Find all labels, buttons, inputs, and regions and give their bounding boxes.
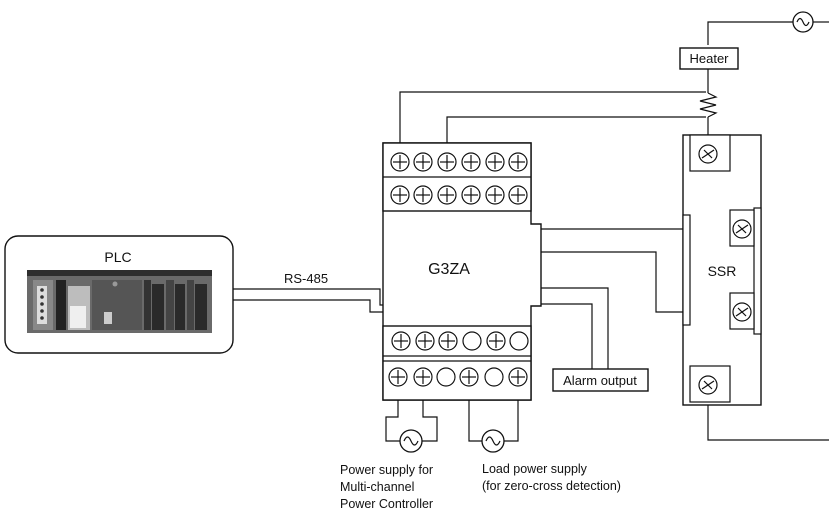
rs485-label: RS-485 (284, 271, 328, 286)
screw-terminal-icon (413, 367, 433, 387)
alarm-output-label: Alarm output (563, 373, 637, 388)
ac-sine-icon (399, 429, 423, 453)
screw-terminal-icon (390, 152, 410, 172)
screw-terminal-icon (391, 331, 411, 351)
screw-terminal-icon (508, 185, 528, 205)
screw-terminal-icon (698, 144, 718, 164)
plc-unit: PLC (4, 235, 234, 354)
caption-line: Power supply for (340, 463, 433, 477)
open-terminal-icon (484, 367, 504, 387)
load-supply-caption: Load power supply (for zero-cross detect… (482, 462, 621, 493)
bottom-terminal-block (382, 325, 532, 401)
load-supply-wire-2 (504, 391, 519, 442)
heater-label: Heater (689, 51, 729, 66)
screw-terminal-icon (461, 185, 481, 205)
heater-element (699, 92, 718, 118)
g3za-label: G3ZA (428, 261, 470, 278)
screw-terminal-icon (698, 375, 718, 395)
ac-sine-icon (792, 11, 814, 33)
ssr-load-wire (707, 400, 829, 441)
screw-terminal-icon (508, 367, 528, 387)
caption-line: Multi-channel (340, 480, 414, 494)
screw-terminal-icon (486, 331, 506, 351)
plc-rack-image (27, 270, 212, 333)
screw-terminal-icon (459, 367, 479, 387)
ac-mains-line (707, 21, 794, 45)
open-terminal-icon (509, 331, 529, 351)
ac-sine-icon (481, 429, 505, 453)
ssr-unit: SSR (682, 134, 762, 406)
open-terminal-icon (436, 367, 456, 387)
open-terminal-icon (462, 331, 482, 351)
screw-terminal-icon (438, 331, 458, 351)
screw-terminal-icon (390, 185, 410, 205)
screw-terminal-icon (485, 185, 505, 205)
screw-terminal-icon (485, 152, 505, 172)
controller-supply-wire-2 (422, 391, 438, 442)
temp-sensor-wire-1 (399, 91, 706, 155)
g3za-terminals (388, 152, 529, 387)
caption-line: Power Controller (340, 497, 433, 511)
ssr-label: SSR (708, 263, 737, 279)
controller-supply-caption: Power supply for Multi-channel Power Con… (340, 463, 433, 511)
rs485-wire-1 (233, 288, 402, 326)
screw-terminal-icon (437, 185, 457, 205)
screw-terminal-icon (461, 152, 481, 172)
screw-terminal-icon (437, 152, 457, 172)
caption-line: (for zero-cross detection) (482, 479, 621, 493)
screw-terminal-icon (508, 152, 528, 172)
screw-terminal-icon (413, 152, 433, 172)
screw-terminal-icon (388, 367, 408, 387)
screw-terminal-icon (413, 185, 433, 205)
screw-terminal-icon (732, 219, 752, 239)
screw-terminal-icon (415, 331, 435, 351)
load-supply-wire-1 (468, 391, 482, 442)
plc-label: PLC (104, 249, 131, 265)
controller-supply-wire-1 (385, 391, 400, 442)
screw-terminal-icon (732, 302, 752, 322)
g3za-controller: G3ZA (382, 142, 542, 401)
heater-box: Heater (679, 47, 739, 70)
caption-line: Load power supply (482, 462, 588, 476)
alarm-output-box: Alarm output (552, 368, 649, 392)
